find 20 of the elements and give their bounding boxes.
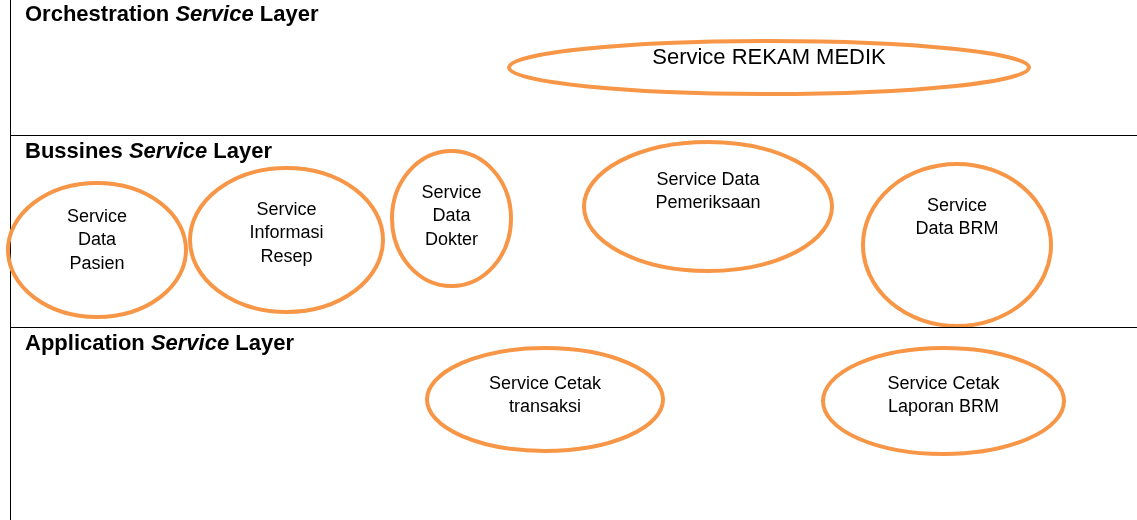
service-ellipse	[582, 140, 834, 273]
service-ellipse	[6, 181, 188, 319]
layer-heading: Orchestration Service Layer	[25, 1, 319, 27]
service-ellipse	[425, 346, 665, 453]
service-label: Service Cetak Laporan BRM	[886, 372, 1001, 419]
service-ellipse	[188, 166, 385, 314]
service-label: Service Data Pemeriksaan	[654, 168, 762, 215]
service-label: Service Data BRM	[914, 194, 1000, 241]
layer-band	[10, 327, 1137, 520]
service-label: Service Data Pasien	[66, 205, 128, 275]
service-ellipse	[821, 346, 1066, 456]
service-ellipse	[507, 39, 1031, 96]
service-label: Service Informasi Resep	[248, 198, 325, 268]
service-ellipse	[390, 149, 513, 288]
service-label: Service Data Dokter	[420, 181, 483, 251]
layer-heading: Bussines Service Layer	[25, 138, 273, 164]
service-label: Service REKAM MEDIK	[651, 43, 887, 71]
service-label: Service Cetak transaksi	[487, 372, 602, 419]
service-ellipse	[861, 162, 1053, 328]
layer-heading: Application Service Layer	[25, 330, 294, 356]
